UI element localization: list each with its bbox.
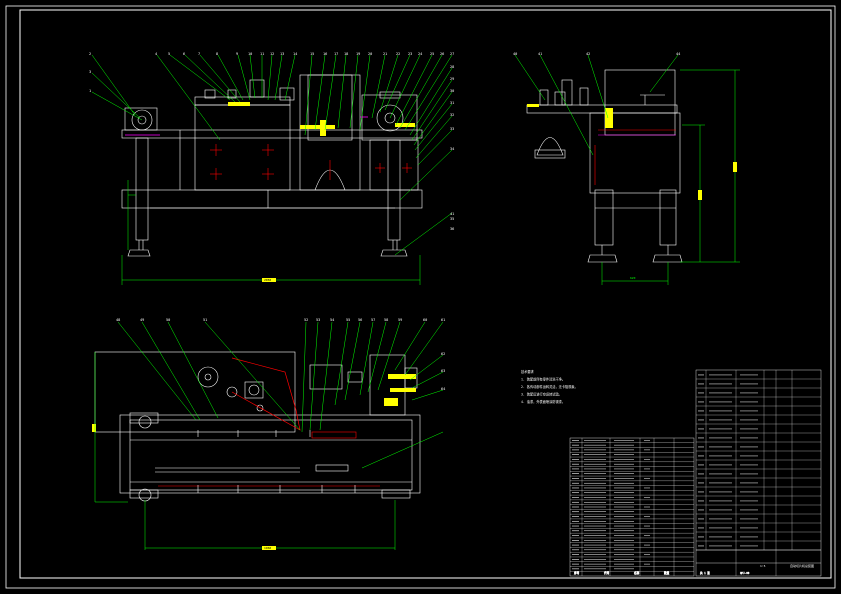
outer-frame: [5, 5, 836, 589]
front-balloon-label: 20: [368, 52, 372, 56]
top-dim-label-bg: [262, 546, 276, 550]
title-block-scale: 1:5: [760, 564, 766, 568]
top-view-balloons: 48 49 50 51 52 53 54 55 56 57 58 59 60 61 62 63 64: [116, 318, 445, 391]
front-balloon-label: 21: [383, 52, 387, 56]
top-balloon-label: 63: [441, 369, 445, 373]
side-balloon-label: 44: [676, 52, 680, 56]
front-balloon-label: 12: [270, 52, 274, 56]
top-balloon-label: 59: [398, 318, 402, 322]
side-balloon-label: 40: [513, 52, 517, 56]
front-balloon-label: 16: [323, 52, 327, 56]
front-balloon-label: 8: [216, 52, 218, 56]
top-balloon-label: 49: [140, 318, 144, 322]
side-balloon-label: 41: [538, 52, 542, 56]
top-overall-dim: 1960: [264, 546, 271, 550]
front-overall-dim: 2050: [264, 278, 271, 282]
front-balloon-label: 7: [198, 52, 200, 56]
top-balloon-label: 51: [203, 318, 207, 322]
front-balloon-label: 6: [183, 52, 185, 56]
top-balloon-label: 58: [384, 318, 388, 322]
bom-left-footer-label: 数量: [664, 571, 670, 575]
front-leg-left: [135, 137, 149, 241]
front-balloon-label: 30: [450, 89, 454, 93]
bom-left-footer-label: 名称: [634, 571, 640, 575]
front-balloon-label: 1: [89, 89, 91, 93]
top-balloon-label: 64: [441, 387, 445, 391]
front-view: [121, 74, 423, 257]
technical-requirements: 技术要求 1. 装配前所有零件清洗干净。 2. 各传动部件运转灵活，无卡阻现象。 3.…: [521, 369, 578, 404]
front-balloon-label: 35: [450, 217, 454, 221]
front-balloon-label: 5: [168, 52, 170, 56]
title-block-sheet: 共 1 张: [700, 571, 710, 575]
front-balloon-label: 13: [280, 52, 284, 56]
front-balloon-label: 4: [155, 52, 157, 56]
tech-req-line: 1. 装配前所有零件清洗干净。: [521, 377, 565, 382]
top-balloon-label: 56: [358, 318, 362, 322]
tech-req-line: 4. 油漆，外表面喷涂防锈漆。: [521, 399, 565, 404]
front-balloon-label: 9: [236, 52, 238, 56]
front-balloon-label: 32: [450, 113, 454, 117]
bom-table-left: 序号 代号 名称 数量: [569, 437, 695, 577]
top-balloon-label: 57: [371, 318, 375, 322]
front-balloon-label: 10: [248, 52, 252, 56]
top-view: [94, 351, 421, 502]
front-balloon-label: 22: [396, 52, 400, 56]
title-block-drawing-no: QPJ-00: [740, 571, 750, 575]
front-view-accents: [125, 102, 415, 180]
front-balloon-label: 24: [418, 52, 422, 56]
top-balloon-label: 48: [116, 318, 120, 322]
front-balloon-label: 27: [450, 52, 454, 56]
top-balloon-label: 60: [423, 318, 427, 322]
top-leaders: [94, 321, 444, 550]
front-balloon-label: 26: [440, 52, 444, 56]
side-base-dim: 620: [630, 276, 636, 280]
front-balloon-label: 34: [450, 147, 454, 151]
bom-table-right: 共 1 张 QPJ-00: [695, 369, 822, 577]
front-balloon-label: 29: [450, 77, 454, 81]
bom-left-footer-label: 代号: [604, 571, 610, 575]
front-balloon-label: 17: [334, 52, 338, 56]
front-dim-label-bg: [262, 278, 276, 282]
top-balloon-label: 55: [346, 318, 350, 322]
front-balloon-label: 19: [356, 52, 360, 56]
front-balloon-label: 41: [450, 212, 454, 216]
side-balloon-label: 42: [586, 52, 590, 56]
front-balloon-label: 11: [260, 52, 264, 56]
top-balloon-label: 61: [441, 318, 445, 322]
side-view-balloons: 40 41 42 44: [513, 52, 680, 56]
front-balloon-label: 2: [89, 52, 91, 56]
tech-req-line: 技术要求: [521, 369, 535, 374]
front-balloon-label: 3: [89, 70, 91, 74]
front-balloon-label: 28: [450, 65, 454, 69]
side-view-accents: [527, 104, 676, 185]
front-balloon-label: 14: [293, 52, 297, 56]
top-balloon-label: 52: [304, 318, 308, 322]
front-balloon-label: 18: [344, 52, 348, 56]
front-balloon-label: 15: [310, 52, 314, 56]
tech-req-line: 3. 装配后进行空运转试验。: [521, 392, 562, 397]
top-balloon-label: 53: [316, 318, 320, 322]
bom-left-footer-label: 序号: [574, 571, 580, 575]
side-height-dim-marker: [733, 162, 737, 172]
title-block-title: 自动切片机总装图: [790, 563, 814, 568]
front-balloon-label: 25: [430, 52, 434, 56]
top-balloon-label: 50: [166, 318, 170, 322]
top-balloon-label: 54: [330, 318, 334, 322]
tech-req-line: 2. 各传动部件运转灵活，无卡阻现象。: [521, 384, 578, 389]
front-balloon-label: 36: [450, 227, 454, 231]
title-block: 自动切片机总装图 1:5: [760, 563, 814, 568]
side-dim-marker: [698, 190, 702, 200]
front-balloon-label: 23: [408, 52, 412, 56]
top-balloon-label: 62: [441, 352, 445, 356]
top-view-accents: [92, 357, 416, 493]
front-balloon-label: 31: [450, 101, 454, 105]
inner-frame: [19, 9, 832, 579]
front-balloon-label: 33: [450, 127, 454, 131]
